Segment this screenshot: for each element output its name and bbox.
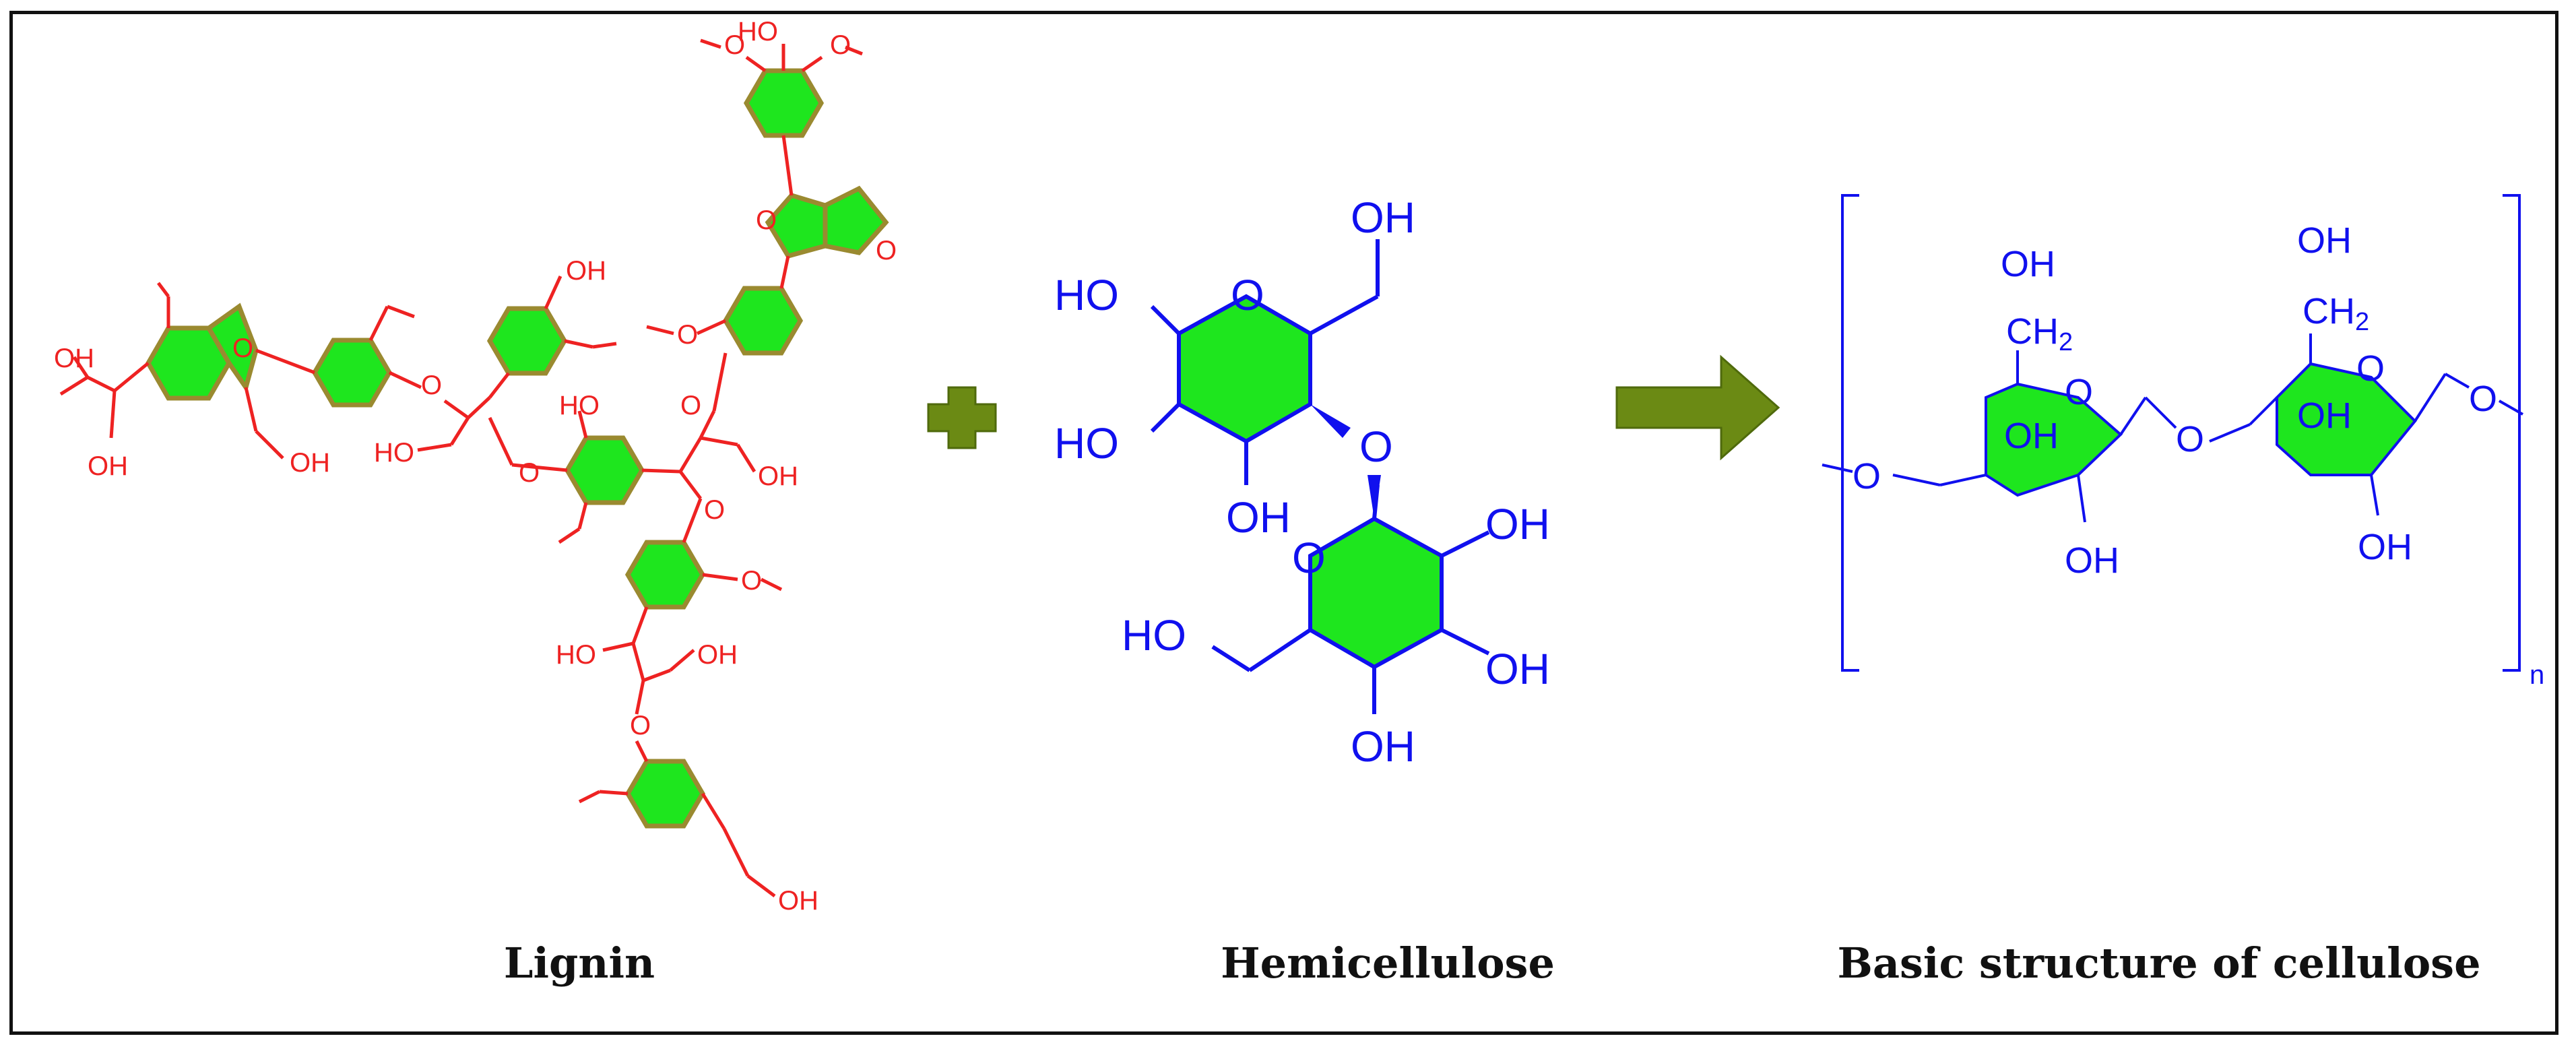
hemi-label-ho-3: HO [1122, 611, 1186, 660]
cell-label-oh-inner2: OH [2297, 395, 2352, 436]
plus-icon [927, 386, 997, 449]
lignin-furan-1 [205, 302, 259, 393]
cell-label-o-ring1: O [2065, 372, 2093, 412]
cell-label-oh-bottom1: OH [2065, 540, 2119, 581]
cell-label-o-chain1: O [1853, 456, 1881, 497]
ch2-text-1: CH [2006, 311, 2059, 352]
lignin-labels: OH OH O OH O HO OH HO O O OH O HO OH O O… [54, 17, 897, 916]
hemi-label-oh-top: OH [1351, 193, 1415, 242]
lignin-label-ho-3: HO [556, 640, 596, 670]
cell-label-n: n [2530, 660, 2544, 690]
hemi-label-o-ring1: O [1231, 271, 1264, 319]
lignin-label-o-4: O [680, 391, 701, 420]
left-bracket [1841, 194, 1859, 672]
lignin-label-oh-7: OH [778, 886, 818, 916]
lignin-furan-3 [823, 185, 889, 255]
lignin-label-o-12: O [741, 566, 762, 596]
lignin-label-o-3: O [519, 458, 540, 488]
cell-label-oh-inner1: OH [2004, 416, 2059, 456]
right-bracket [2503, 194, 2521, 672]
caption-lignin: Lignin [503, 938, 655, 988]
lignin-structure [59, 38, 889, 897]
hemi-label-oh-2: OH [1485, 500, 1550, 548]
cellulose-structure [1822, 194, 2523, 672]
lignin-ring-2 [311, 338, 393, 408]
lignin-label-o-11: O [677, 320, 698, 350]
right-arrow-icon [1615, 354, 1780, 461]
caption-cellulose: Basic structure of cellulose [1837, 938, 2481, 988]
lignin-label-oh-2: OH [88, 451, 128, 481]
hemicellulose-labels: O OH HO HO OH O O OH OH HO OH [1054, 193, 1550, 771]
lignin-ring-7 [624, 540, 706, 610]
lignin-label-o-7: O [724, 30, 745, 60]
hemicellulose-structure [1150, 239, 1490, 714]
lignin-label-oh-3: OH [290, 448, 330, 478]
lignin-ring-4 [722, 286, 804, 356]
lignin-ring-8 [624, 759, 706, 829]
lignin-ring-3 [486, 306, 568, 376]
cell-label-oh-bottom2: OH [2358, 527, 2412, 567]
caption-hemicellulose: Hemicellulose [1221, 938, 1555, 988]
hemicellulose-wedge-bond-2 [1367, 475, 1381, 519]
lignin-label-oh-1: OH [54, 344, 94, 373]
cell-label-ch2-1: CH2 [2006, 311, 2073, 356]
lignin-label-oh-5: OH [758, 461, 798, 491]
hemi-label-ho-1: HO [1054, 271, 1119, 319]
lignin-label-ho-2: HO [559, 391, 600, 420]
lignin-ring-5 [743, 68, 825, 138]
ch2-subscript-2: 2 [2355, 308, 2369, 336]
lignin-label-o-2: O [421, 371, 442, 400]
hemi-label-oh-1: OH [1226, 493, 1291, 542]
ch2-subscript-1: 2 [2059, 328, 2073, 356]
lignin-label-o-6: O [630, 711, 651, 740]
hemi-label-o-bridge: O [1359, 422, 1393, 471]
hemicellulose-ring-2 [1308, 516, 1444, 670]
cellulose-ring-2 [2276, 362, 2417, 476]
hemicellulose-wedge-bond-1 [1310, 404, 1351, 438]
cell-label-o-chain2: O [2469, 379, 2497, 419]
cellulose-ring-1 [1985, 382, 2123, 497]
lignin-label-o-5: O [704, 495, 725, 525]
lignin-ring-6 [564, 435, 645, 505]
lignin-label-ho-4: HO [738, 17, 778, 46]
cell-label-o-ring2: O [2356, 348, 2385, 389]
hemi-label-o-ring2: O [1292, 534, 1326, 582]
hemi-label-oh-3: OH [1485, 645, 1550, 693]
cell-label-oh-top2: OH [2297, 220, 2352, 261]
cell-label-ch2-2: CH2 [2303, 291, 2369, 336]
cell-label-o-bridge: O [2176, 419, 2204, 459]
ch2-text-2: CH [2303, 291, 2355, 331]
hemi-label-ho-2: HO [1054, 419, 1119, 468]
hemi-label-oh-4: OH [1351, 722, 1415, 771]
lignin-label-oh-6: OH [697, 640, 738, 670]
lignin-label-ho-1: HO [374, 438, 414, 468]
figure-frame [9, 11, 2558, 1035]
lignin-label-oh-4: OH [566, 256, 606, 286]
lignin-label-o-1: O [232, 333, 253, 363]
lignin-label-o-10: O [876, 236, 897, 265]
lignin-label-o-8: O [830, 30, 851, 60]
cellulose-labels: OH CH2 O OH OH O O OH CH2 O OH OH O n [1853, 220, 2544, 690]
lignin-label-o-9: O [756, 205, 777, 235]
cell-label-oh-top1: OH [2001, 244, 2055, 284]
